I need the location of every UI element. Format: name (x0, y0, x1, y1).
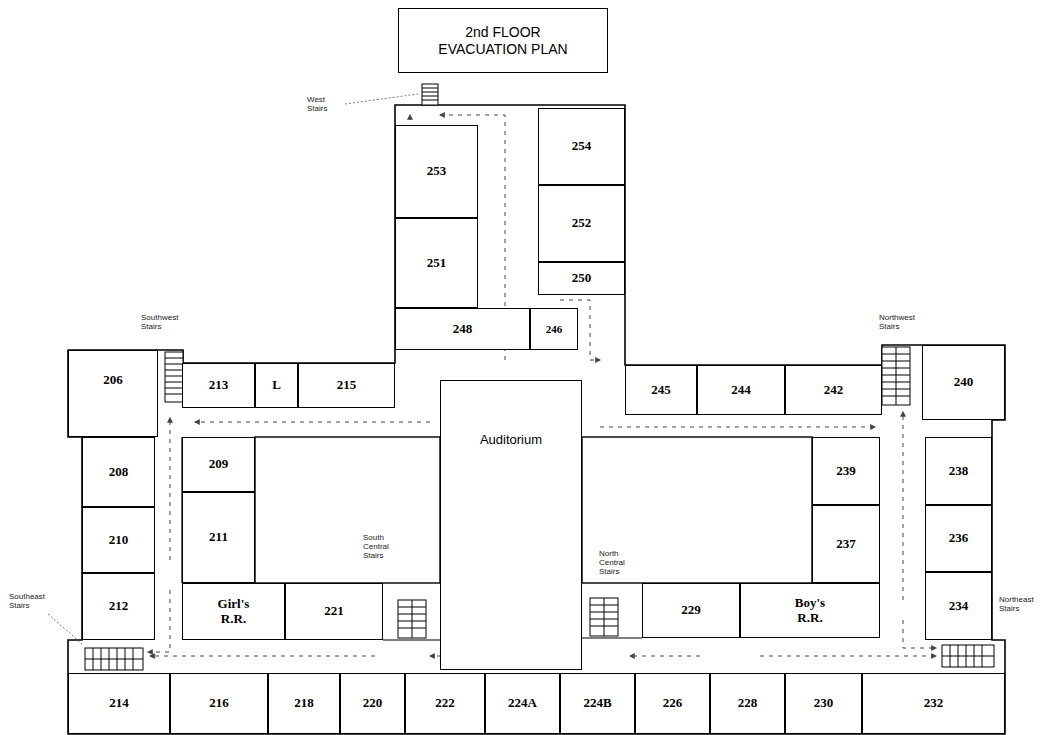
room-number: Boy's R.R. (795, 596, 825, 625)
room-box: 229 (642, 583, 740, 638)
stair-label: Northwest Stairs (878, 314, 916, 332)
room-box: 210 (82, 507, 155, 573)
room-number: 222 (435, 696, 455, 710)
room-box: 250 (538, 262, 625, 295)
room-box: Auditorium (440, 380, 582, 670)
room-number: 232 (924, 696, 944, 710)
room-box: Girl's R.R. (182, 583, 285, 640)
room-number: 216 (209, 696, 229, 710)
room-number: 242 (824, 383, 844, 397)
room-number: 238 (949, 464, 969, 478)
room-number: 250 (572, 271, 592, 285)
title-box: 2nd FLOOR EVACUATION PLAN (398, 8, 608, 73)
room-number: 212 (109, 599, 129, 613)
room-number: Auditorium (480, 433, 542, 447)
stairs-symbols (85, 84, 994, 670)
room-box: 230 (785, 673, 862, 734)
title-text: 2nd FLOOR EVACUATION PLAN (428, 24, 578, 58)
room-box: 245 (625, 365, 697, 415)
stair-label: Northeast Stairs (998, 596, 1035, 614)
room-number: 240 (954, 375, 974, 389)
room-box: 248 (395, 308, 530, 350)
courtyard-wall (255, 437, 440, 583)
room-box: 252 (538, 185, 625, 262)
stair-label: Southwest Stairs (140, 314, 179, 332)
room-box: 212 (82, 573, 155, 640)
room-number: 215 (337, 378, 357, 392)
room-box: 228 (710, 673, 785, 734)
room-number: 224A (508, 696, 537, 710)
courtyard-wall (582, 437, 812, 583)
room-box: 224B (560, 673, 635, 734)
room-number: 246 (546, 323, 563, 335)
room-number: 234 (949, 599, 969, 613)
room-number: 237 (836, 537, 856, 551)
stair-label: Southeast Stairs (8, 593, 46, 611)
room-box: 209 (182, 437, 255, 492)
building-outline (68, 105, 1005, 734)
room-number: 253 (427, 164, 447, 178)
room-number: 206 (103, 373, 123, 387)
room-box: 208 (82, 437, 155, 507)
room-box: 246 (530, 308, 578, 350)
room-number: 236 (949, 531, 969, 545)
room-number: 208 (109, 465, 129, 479)
room-number: 211 (209, 530, 228, 544)
room-box: 214 (68, 673, 170, 734)
room-number: 251 (427, 256, 447, 270)
room-number: 229 (681, 603, 701, 617)
corridor-wall (582, 637, 642, 638)
room-box: 218 (268, 673, 340, 734)
room-box: 222 (405, 673, 485, 734)
room-number: 254 (572, 139, 592, 153)
room-number: Girl's R.R. (218, 597, 250, 626)
room-number: 213 (209, 378, 229, 392)
room-number: 228 (738, 696, 758, 710)
room-box: 239 (812, 437, 880, 505)
room-box: 221 (285, 583, 383, 640)
room-box: 220 (340, 673, 405, 734)
room-box: 244 (697, 365, 785, 415)
room-box: 254 (538, 108, 625, 185)
room-number: 226 (663, 696, 683, 710)
room-number: L (272, 378, 281, 392)
room-box: 242 (785, 365, 882, 415)
stair-label: North Central Stairs (598, 550, 626, 576)
room-number: 221 (324, 604, 344, 618)
room-number: 248 (453, 322, 473, 336)
room-box: 224A (485, 673, 560, 734)
room-number: 220 (363, 696, 383, 710)
room-box: 253 (395, 125, 478, 218)
room-number: 245 (651, 383, 671, 397)
room-number: 224B (583, 696, 611, 710)
room-box: 216 (170, 673, 268, 734)
room-number: 244 (731, 383, 751, 397)
room-box: 237 (812, 505, 880, 583)
corridor-wall (383, 639, 440, 640)
room-box: 238 (925, 437, 992, 505)
room-number: 214 (109, 696, 129, 710)
room-box: Boy's R.R. (740, 583, 880, 638)
room-box: 206 (68, 350, 158, 437)
room-box: 240 (922, 345, 1005, 420)
room-box: L (255, 363, 298, 408)
stair-label: South Central Stairs (362, 534, 390, 560)
room-number: 252 (572, 216, 592, 230)
room-box: 213 (182, 363, 255, 408)
room-box: 215 (298, 363, 395, 408)
room-number: 209 (209, 457, 229, 471)
room-box: 211 (182, 492, 255, 583)
room-box: 232 (862, 673, 1005, 734)
room-number: 239 (836, 464, 856, 478)
leader-line (48, 94, 418, 644)
room-box: 236 (925, 505, 992, 572)
room-box: 226 (635, 673, 710, 734)
room-number: 210 (109, 533, 129, 547)
room-box: 234 (925, 572, 992, 640)
room-box: 251 (395, 218, 478, 308)
room-number: 230 (814, 696, 834, 710)
stair-label: West Stairs (306, 96, 328, 114)
room-number: 218 (294, 696, 314, 710)
